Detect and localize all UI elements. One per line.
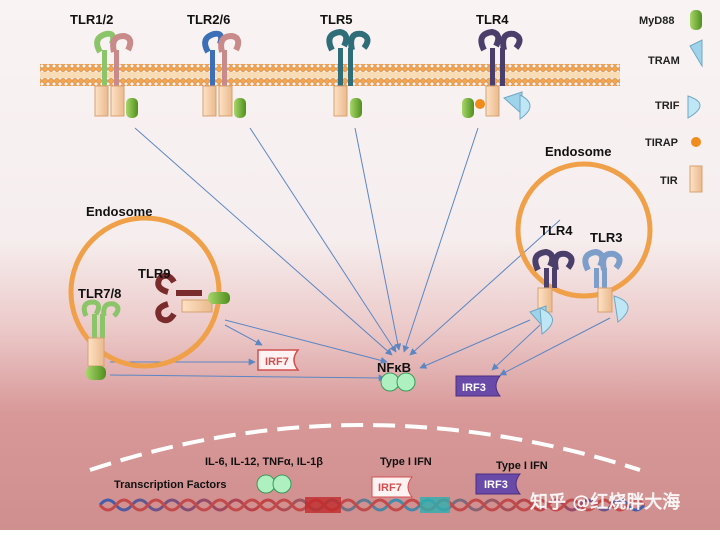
label-type1-ifn-b: Type I IFN	[496, 460, 548, 472]
label-irf3-bound: IRF3	[484, 479, 508, 491]
trif-icon	[687, 95, 701, 119]
label-nfkb: NFκB	[377, 360, 411, 375]
nfkb-protein	[380, 372, 416, 392]
label-tlr4-endosome: TLR4	[540, 223, 573, 238]
irf7-bound	[371, 476, 414, 498]
arrow-tlr4-irf3	[491, 324, 541, 371]
dna-strand	[98, 497, 646, 513]
arrow-tlr78-nfkb	[109, 374, 386, 382]
label-transcription-factors: Transcription Factors	[114, 479, 226, 491]
label-irf3: IRF3	[462, 382, 486, 394]
arrow-tlr5-nfkb	[354, 127, 402, 351]
label-tlr12: TLR1/2	[70, 12, 113, 27]
arrow-endo-nfkb-2	[419, 319, 531, 369]
arrow-tlr9-nfkb	[224, 319, 388, 364]
tirap-icon	[691, 137, 701, 147]
label-endosome-right: Endosome	[545, 144, 611, 159]
arrow-tlr9-irf7	[224, 324, 263, 346]
nuclear-membrane	[89, 423, 641, 472]
label-tlr78: TLR7/8	[78, 286, 121, 301]
irf3-bound	[475, 473, 522, 495]
arrow-tlr4-nfkb	[402, 127, 479, 353]
label-endosome-left: Endosome	[86, 204, 152, 219]
watermark: 知乎 @红烧胖大海	[530, 492, 681, 513]
legend-myd88: MyD88	[639, 15, 674, 27]
label-tlr5: TLR5	[320, 12, 353, 27]
legend-tir: TIR	[660, 175, 678, 187]
arrow-tlr12-nfkb	[134, 127, 393, 356]
label-tlr3: TLR3	[590, 230, 623, 245]
label-cytokines: IL-6, IL-12, TNFα, IL-1β	[205, 456, 323, 468]
legend	[687, 10, 703, 193]
endosome-left	[68, 215, 230, 380]
signal-arrows	[109, 127, 611, 382]
label-irf7-bound: IRF7	[378, 482, 402, 494]
tlr4-endosome-receptor	[529, 248, 575, 335]
legend-tirap: TIRAP	[645, 137, 678, 149]
label-irf7: IRF7	[265, 356, 289, 368]
arrow-tlr26-nfkb	[249, 127, 397, 353]
legend-tram: TRAM	[648, 55, 680, 67]
irf7-protein	[257, 349, 300, 371]
tlr12-receptor	[94, 30, 138, 118]
tlr9-receptor	[155, 272, 230, 324]
tlr3-receptor	[582, 248, 629, 323]
nfkb-bound	[256, 474, 292, 494]
tlr4-surface-receptor	[462, 28, 531, 120]
tlr78-receptor	[81, 299, 121, 380]
label-tlr4-surface: TLR4	[476, 12, 509, 27]
label-type1-ifn-a: Type I IFN	[380, 456, 432, 468]
tram-icon	[689, 39, 703, 68]
tlr26-receptor	[202, 30, 246, 118]
plasma-membrane	[40, 64, 620, 86]
endosome-right	[515, 161, 653, 335]
label-tlr26: TLR2/6	[187, 12, 230, 27]
tlr5-receptor	[326, 28, 371, 118]
label-tlr9: TLR9	[138, 266, 171, 281]
legend-trif: TRIF	[655, 100, 680, 112]
myd88-icon	[690, 10, 702, 30]
irf3-protein	[455, 375, 502, 397]
tir-icon	[689, 165, 703, 193]
arrow-endo-nfkb	[409, 219, 561, 356]
arrow-tlr3-irf3	[499, 317, 611, 376]
